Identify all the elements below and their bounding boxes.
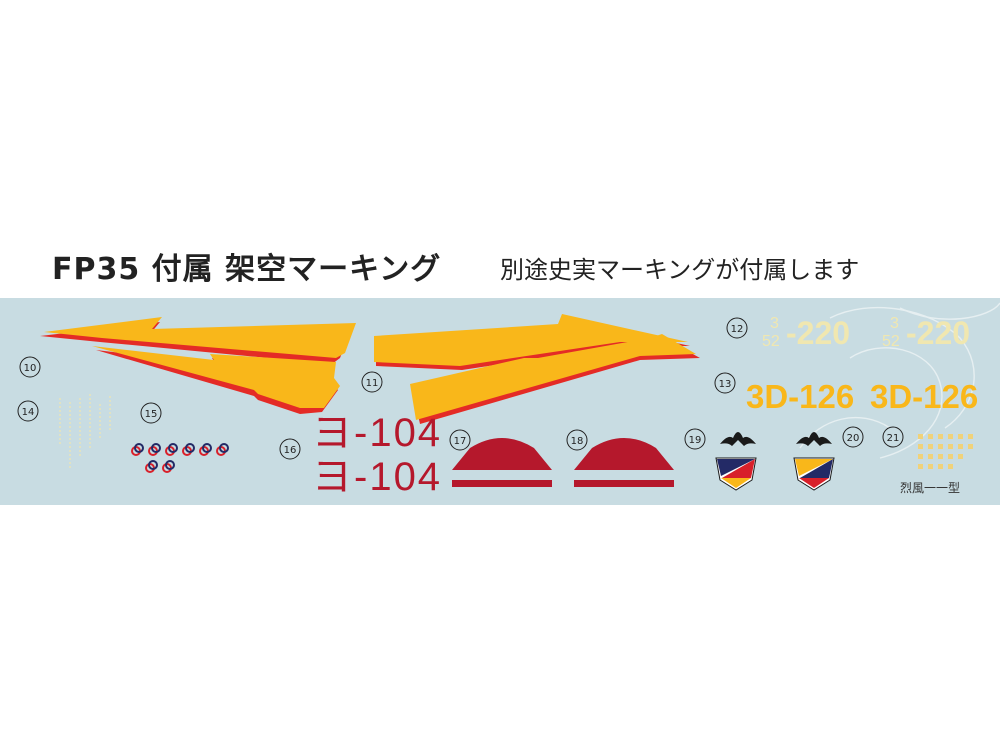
svg-text:20: 20 [847, 433, 860, 444]
decal-number-15: 15 [140, 402, 162, 424]
svg-text:13: 13 [719, 379, 732, 390]
lightning-stripe-right-upper [374, 314, 690, 370]
tail-marking-18 [574, 438, 674, 487]
lightning-stripe-left-lower [92, 346, 340, 414]
aircraft-code-cream-1: 3 52 -220 [762, 315, 850, 351]
tail-marking-17 [452, 438, 552, 487]
svg-text:15: 15 [145, 409, 158, 420]
svg-text:12: 12 [731, 324, 744, 335]
stencil-dot-grid [918, 434, 973, 469]
svg-text:-220: -220 [906, 315, 970, 351]
decal-number-19: 19 [684, 428, 706, 450]
decal-number-18: 18 [566, 429, 588, 451]
svg-text:16: 16 [284, 445, 297, 456]
svg-text:19: 19 [689, 435, 702, 446]
roundel-markings [131, 443, 229, 473]
decal-number-13: 13 [714, 372, 736, 394]
svg-text:3: 3 [770, 315, 779, 332]
bat-emblem-20 [793, 432, 835, 491]
svg-text:17: 17 [454, 436, 467, 447]
decal-sheet: 10 11 12 13 14 15 16 17 18 19 20 21 [0, 298, 1000, 505]
maker-mark: 烈風一一型 [900, 481, 960, 495]
aircraft-code-yellow-2: 3D-126 [870, 378, 978, 415]
svg-text:52: 52 [882, 333, 900, 350]
svg-text:14: 14 [22, 407, 35, 418]
svg-text:21: 21 [887, 433, 900, 444]
decal-number-20: 20 [842, 426, 864, 448]
svg-text:52: 52 [762, 333, 780, 350]
decal-number-10: 10 [19, 356, 41, 378]
aircraft-code-yellow-1: 3D-126 [746, 378, 854, 415]
page-title: FP35 付属 架空マーキング [52, 252, 442, 287]
svg-text:11: 11 [366, 378, 379, 389]
lightning-stripe-right-lower [410, 334, 700, 424]
aircraft-code-red-upper: ヨ-104 [312, 411, 442, 455]
lightning-stripe-left-upper [40, 317, 356, 364]
svg-text:3: 3 [890, 315, 899, 332]
decal-number-14: 14 [17, 400, 39, 422]
stencil-text-columns [59, 394, 111, 470]
aircraft-code-cream-2: 3 52 -220 [882, 315, 970, 351]
svg-text:18: 18 [571, 436, 584, 447]
svg-text:10: 10 [24, 363, 37, 374]
page-subtitle: 別途史実マーキングが付属します [500, 256, 860, 284]
decal-number-21: 21 [882, 426, 904, 448]
decal-number-17: 17 [449, 429, 471, 451]
aircraft-code-red-lower: ヨ-104 [312, 455, 442, 499]
decal-number-16: 16 [279, 438, 301, 460]
decal-number-12: 12 [726, 317, 748, 339]
bat-emblem-19 [715, 432, 757, 491]
decal-number-11: 11 [361, 371, 383, 393]
svg-text:-220: -220 [786, 315, 850, 351]
